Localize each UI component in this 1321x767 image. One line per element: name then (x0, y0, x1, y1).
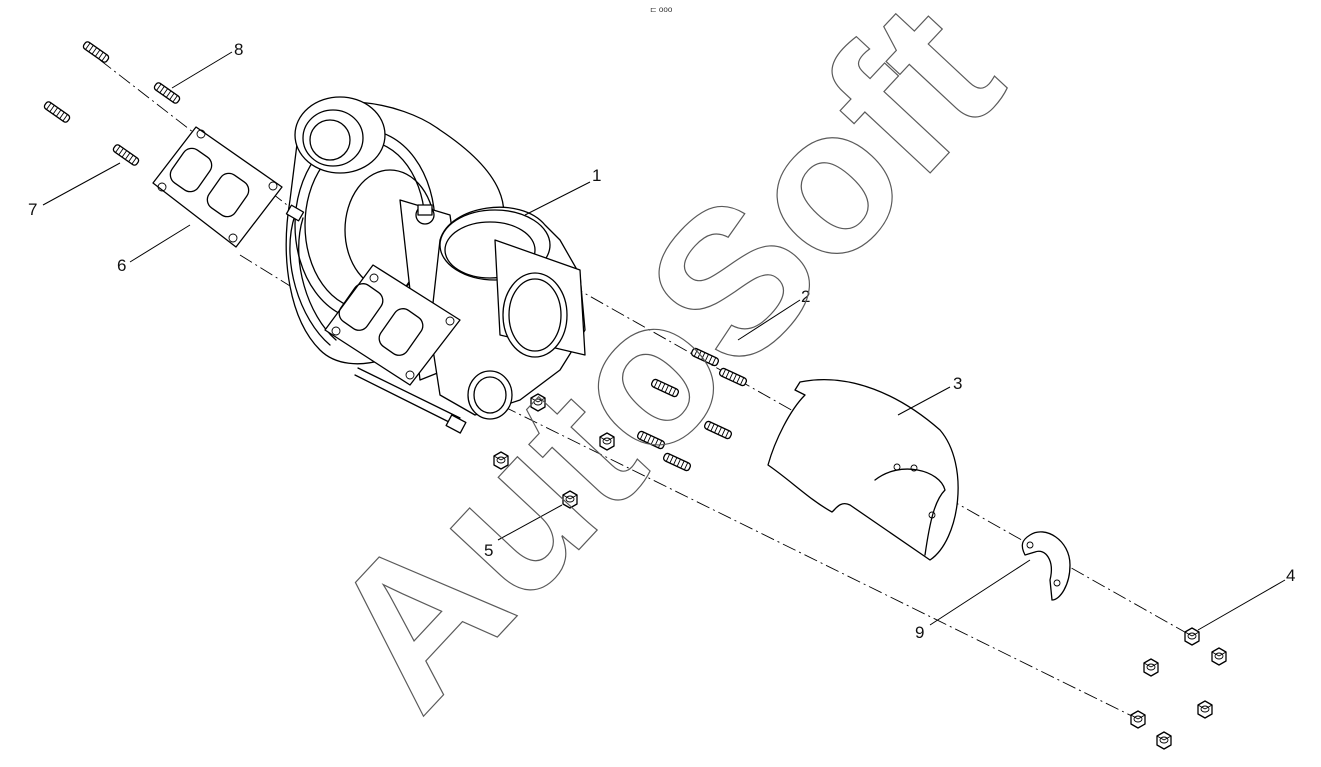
heat-shield-part (767, 379, 959, 561)
callout-7: 7 (28, 200, 37, 219)
callout-labels: 1 2 3 4 5 6 7 8 9 (28, 40, 1295, 642)
callout-1: 1 (592, 166, 601, 185)
callout-8: 8 (234, 40, 243, 59)
callout-3: 3 (953, 374, 962, 393)
nuts-4 (1130, 627, 1227, 750)
gasket-part (152, 126, 283, 248)
turbocharger-assembly (285, 96, 586, 434)
studs-left (42, 40, 182, 167)
callout-2: 2 (801, 287, 810, 306)
callout-4: 4 (1286, 566, 1295, 585)
callout-9: 9 (915, 623, 924, 642)
leader-lines (42, 51, 1286, 631)
bracket-part (1021, 531, 1071, 601)
header-mark: ⊏ ooo (650, 5, 673, 14)
callout-5: 5 (484, 541, 493, 560)
callout-6: 6 (117, 256, 126, 275)
